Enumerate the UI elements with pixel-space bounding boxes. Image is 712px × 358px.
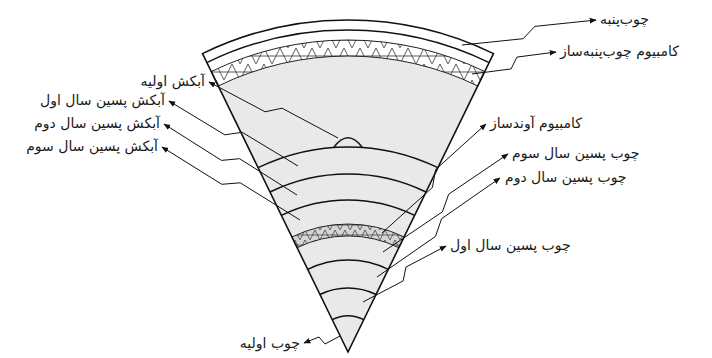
part-label: کامبیوم چوب‌پنبه‌ساز — [560, 43, 679, 60]
part-label: آبکش پسین سال سوم — [26, 138, 158, 155]
part-label: کامبیوم آوندساز — [490, 115, 582, 132]
cork-cambium-band — [211, 40, 485, 86]
growth-arcs — [207, 30, 489, 320]
part-label: چوب پسین سال دوم — [505, 169, 627, 186]
part-label: چوب‌پنبه — [600, 11, 649, 28]
part-label: آبکش پسین سال اول — [40, 92, 165, 109]
part-label: چوب اولیه — [240, 335, 300, 352]
part-label: چوب پسین سال سوم — [512, 145, 639, 162]
part-label: آبکش اولیه — [141, 73, 205, 90]
part-label: آبکش پسین سال دوم — [34, 115, 160, 132]
part-label: چوب پسین سال اول — [450, 237, 571, 254]
